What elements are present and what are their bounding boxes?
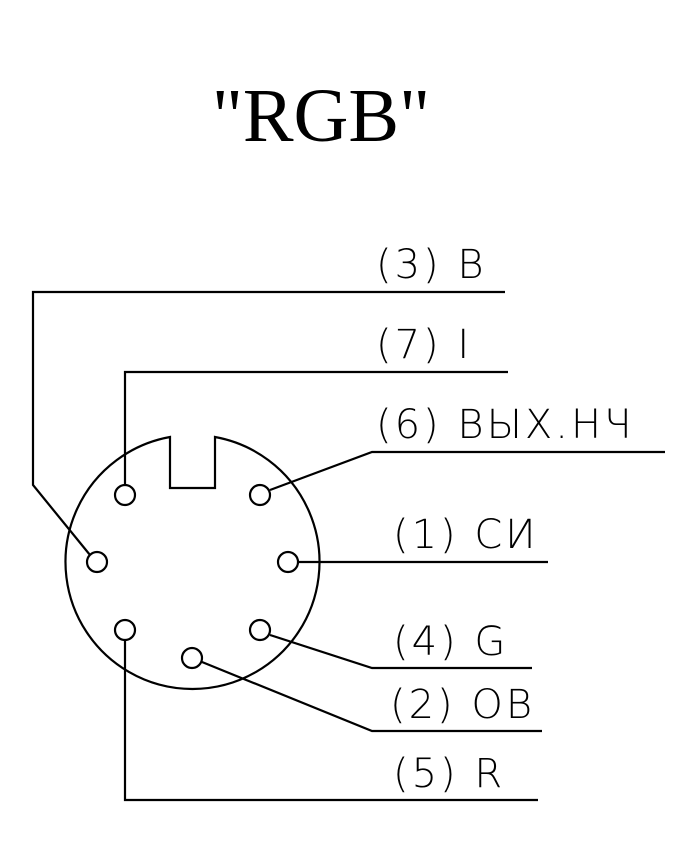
pin-3 <box>85 550 109 574</box>
pin-label-4: (4) G <box>393 619 508 665</box>
leader-line-6 <box>269 450 665 492</box>
pin-label-2: (2) ОВ <box>390 682 535 728</box>
connector-body <box>64 435 321 691</box>
pin-label-5: (5) R <box>393 751 505 797</box>
pin-2 <box>180 646 204 670</box>
diagram-title: "RGB" <box>211 74 431 158</box>
pin-5 <box>113 618 137 642</box>
pin-label-6: (6) ВЫХ.НЧ <box>376 402 634 448</box>
pin-label-3: (3) B <box>376 242 487 288</box>
pin-4 <box>248 618 272 642</box>
pin-6 <box>248 483 272 507</box>
pin-label-1: (1) СИ <box>393 512 539 558</box>
leader-line-5 <box>123 640 538 802</box>
leader-line-7 <box>123 370 508 485</box>
leader-line-2 <box>201 660 542 733</box>
pin-1 <box>276 550 300 574</box>
pin-label-7: (7) I <box>376 322 472 368</box>
pin-7 <box>113 483 137 507</box>
leader-line-4 <box>269 633 532 670</box>
leader-line-3 <box>31 290 505 556</box>
